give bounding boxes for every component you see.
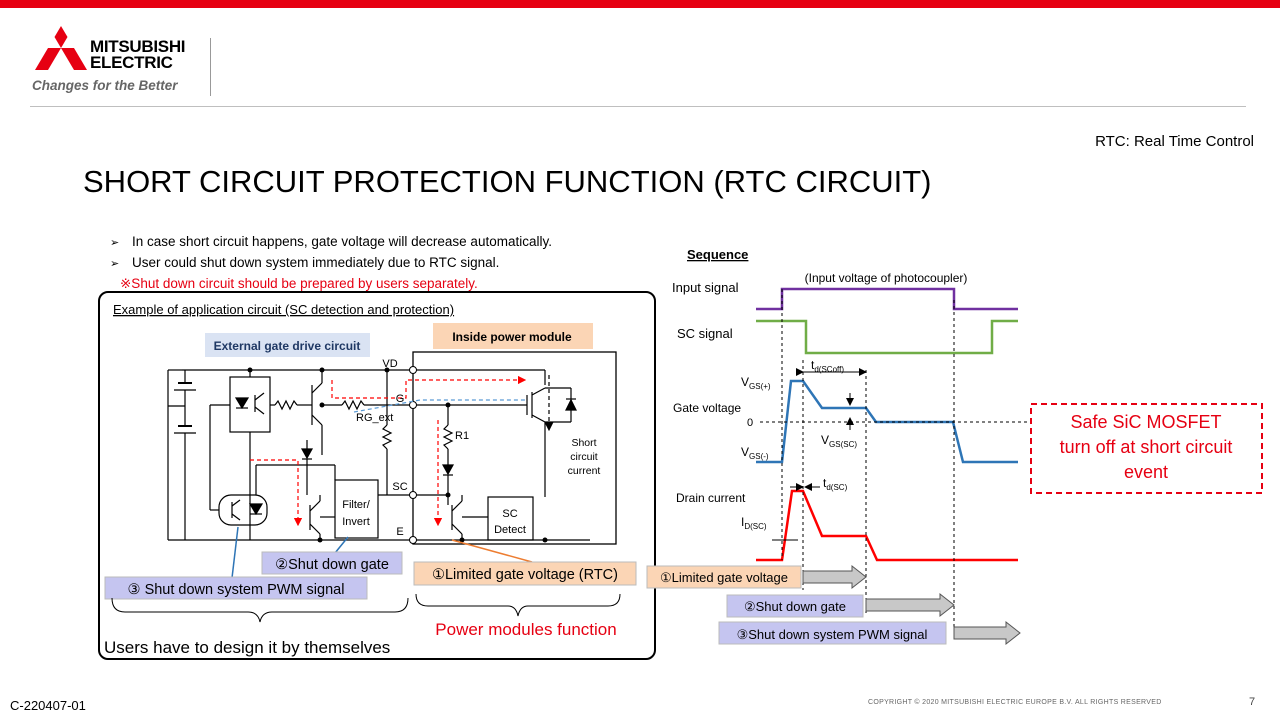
pin-sc-label: SC	[392, 481, 407, 493]
sc-signal-label: SC signal	[677, 326, 733, 341]
step2-arrow	[865, 592, 955, 618]
power-modules-function-text: Power modules function	[435, 620, 616, 639]
circuit-wiring	[167, 369, 590, 541]
step3-label: ③Shut down system PWM signal	[737, 627, 928, 642]
copyright-notice: COPYRIGHT © 2020 MITSUBISHI ELECTRIC EUR…	[868, 699, 1162, 706]
top-accent-bar	[0, 0, 1280, 8]
input-signal-label: Input signal	[672, 280, 739, 295]
step2-label-bg	[726, 594, 864, 618]
step1-label: ①Limited gate voltage	[660, 570, 788, 585]
bullet-item: ➢ User could shut down system immediately…	[110, 253, 552, 274]
filter-label-1: Filter/	[342, 499, 370, 511]
vgs-sc-label: VGS(SC)	[821, 433, 857, 449]
brand-line-1: MITSUBISHI	[90, 37, 186, 56]
page-number: 7	[1249, 696, 1256, 708]
shut-down-pwm-label-bg	[104, 576, 368, 600]
limited-gate-rtc-label-bg	[413, 561, 637, 586]
gate-signal-path	[353, 399, 525, 413]
r1-label: R1	[455, 430, 469, 442]
pin-e-label: E	[396, 526, 403, 538]
drain-current-waveform	[756, 489, 1018, 562]
vgs-minus-label: VGS(-)	[741, 445, 769, 461]
users-design-text: Users have to design it by themselves	[104, 638, 390, 657]
shut-down-gate-label: ②Shut down gate	[275, 557, 389, 573]
step1-arrow	[802, 564, 867, 590]
gate-current-path	[331, 375, 527, 399]
rg-ext-label: RG_ext	[356, 412, 393, 424]
bullet-note: ※Shut down circuit should be prepared by…	[120, 276, 478, 291]
pin-g-label: G	[396, 393, 405, 405]
callout-line-3: event	[1124, 462, 1168, 482]
rtc-definition-note: RTC: Real Time Control	[1095, 133, 1254, 150]
td-sc-label: td(SC)	[823, 476, 848, 492]
user-design-brace	[111, 597, 409, 623]
sc-signal-waveform	[756, 319, 1018, 355]
mitsubishi-logo: MITSUBISHI ELECTRIC Changes for the Bett…	[30, 26, 210, 96]
short-current-label-3: current	[568, 465, 601, 477]
pin-vd-label: VD	[382, 358, 397, 370]
inside-module-label-bg	[433, 323, 593, 349]
bullet-list: ➢ In case short circuit happens, gate vol…	[110, 232, 552, 293]
shut-down-pwm-label: ③ Shut down system PWM signal	[128, 582, 345, 598]
zero-level-label: 0	[747, 417, 753, 429]
drain-current-label: Drain current	[676, 491, 746, 505]
safe-turnoff-callout	[1030, 403, 1263, 494]
power-module-box	[412, 351, 617, 545]
vgs-plus-label: VGS(+)	[741, 375, 771, 391]
shutdown-current-path	[250, 459, 303, 527]
slide-title: SHORT CIRCUIT PROTECTION FUNCTION (RTC C…	[83, 164, 932, 199]
id-sc-label: ID(SC)	[741, 515, 767, 531]
brand-line-2: ELECTRIC	[90, 53, 173, 72]
shutdown-gate-pointer	[334, 536, 349, 554]
arrow-bullet-icon: ➢	[110, 237, 120, 249]
callout-line-1: Safe SiC MOSFET	[1070, 412, 1221, 432]
external-gate-drive-label-bg	[205, 333, 370, 357]
pwm-pointer	[231, 526, 239, 579]
brand-tagline: Changes for the Better	[32, 78, 178, 93]
header-rule	[30, 106, 1246, 107]
bullet-text: In case short circuit happens, gate volt…	[132, 234, 552, 249]
arrow-bullet-icon: ➢	[110, 258, 120, 270]
step3-label-bg	[718, 621, 947, 645]
bullet-item: ➢ In case short circuit happens, gate vol…	[110, 232, 552, 253]
circuit-box-title: Example of application circuit (SC detec…	[113, 302, 454, 317]
module-function-brace	[415, 593, 621, 617]
sequence-title: Sequence	[687, 247, 748, 262]
gate-voltage-label: Gate voltage	[673, 401, 741, 415]
bullet-text: User could shut down system immediately …	[132, 255, 500, 270]
inside-module-label: Inside power module	[452, 330, 572, 344]
timing-guides	[760, 289, 1030, 640]
filter-label-2: Invert	[342, 516, 370, 528]
junction-dots	[247, 367, 548, 543]
shut-down-gate-label-bg	[261, 551, 403, 575]
td-scoff-label: td(SCoff)	[811, 358, 844, 374]
short-current-label-1: Short	[571, 437, 596, 449]
external-gate-drive-label: External gate drive circuit	[214, 339, 361, 353]
callout-line-2: turn off at short circuit	[1060, 437, 1233, 457]
three-diamonds-icon	[35, 26, 87, 70]
input-signal-waveform	[756, 287, 1018, 311]
application-circuit-box	[98, 291, 656, 660]
step3-arrow	[953, 620, 1021, 646]
sc-detect-label-1: SC	[502, 508, 517, 520]
limited-gate-rtc-label: ①Limited gate voltage (RTC)	[432, 567, 618, 583]
step1-label-bg	[646, 565, 802, 589]
sc-detect-label-2: Detect	[494, 524, 526, 536]
rtc-pointer	[451, 539, 533, 563]
input-voltage-note: (Input voltage of photocoupler)	[805, 271, 968, 285]
step2-label: ②Shut down gate	[744, 599, 846, 614]
short-current-label-2: circuit	[570, 451, 598, 463]
logo-divider	[210, 38, 211, 96]
document-id: C-220407-01	[10, 698, 86, 713]
